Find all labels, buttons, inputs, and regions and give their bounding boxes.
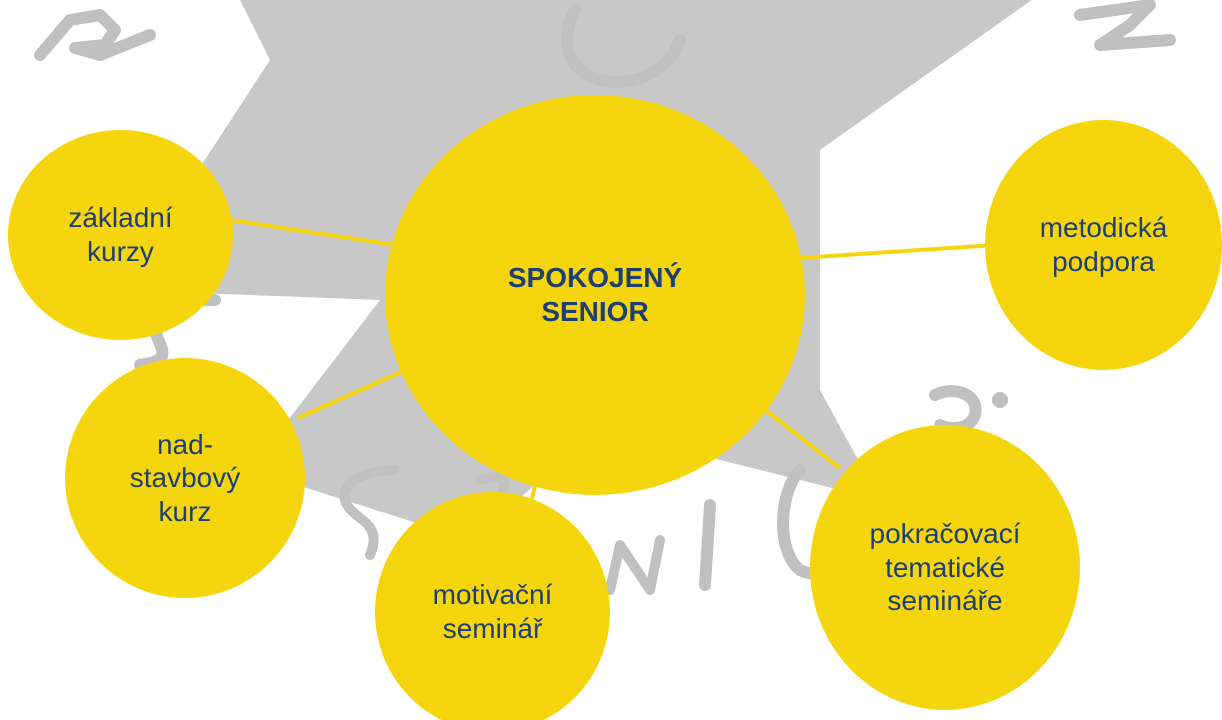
watermark-letter-o-top [561,4,686,88]
node-label: nad- stavbový kurz [129,428,241,527]
connector-zakladni-kurzy [229,218,396,247]
watermark-letter-r [929,385,982,434]
node-metodicka-podpora: metodická podpora [985,120,1222,370]
node-label: pokračovací tematické semináře [869,518,1021,617]
watermark-letter-n [1074,0,1176,51]
node-label: metodická podpora [1039,212,1168,277]
node-label: motivační seminář [432,579,553,644]
node-motivacni-seminar: motivační seminář [375,492,610,720]
node-zakladni-kurzy: základní kurzy [8,130,233,340]
watermark-letter-s-bottom [339,465,400,560]
watermark-letter-p [34,9,156,61]
node-label: základní kurzy [68,202,173,267]
center-label: SPOKOJENÝ SENIOR [507,262,683,327]
center-circle-spokojeny-senior: SPOKOJENÝ SENIOR [385,95,805,495]
watermark-dot [992,392,1008,408]
connector-pokracovaci [753,400,842,470]
node-pokracovaci-tematicke-seminare: pokračovací tematické semináře [810,425,1080,710]
connector-nadstavbovy-kurz [297,366,411,420]
watermark-letter-i [699,499,716,591]
node-nadstavbovy-kurz: nad- stavbový kurz [65,358,305,598]
watermark-letter-n-bottom [605,535,665,595]
connector-metodicka-podpora [799,243,996,260]
